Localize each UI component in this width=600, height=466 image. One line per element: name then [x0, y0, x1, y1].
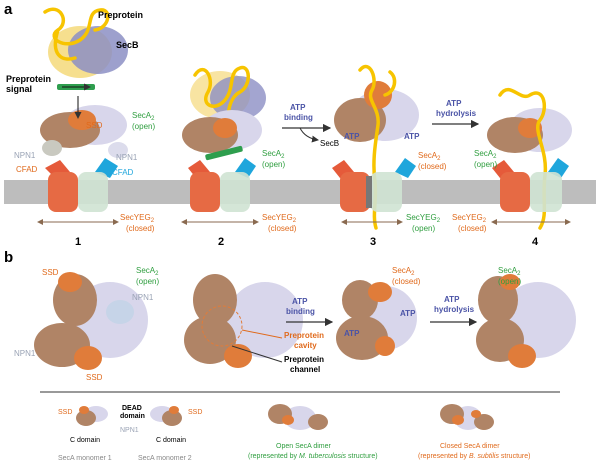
npn1-right-label-b: NPN1	[132, 293, 154, 302]
state-2-secyeg-state: (closed)	[268, 224, 297, 233]
legend-npn1: NPN1	[120, 427, 139, 434]
state-4-seca-label: SecA2	[474, 149, 497, 160]
seca-open-dimer-b2	[184, 274, 303, 368]
legend-ssd-left: SSD	[58, 409, 72, 416]
state-4-number: 4	[532, 236, 539, 248]
npn1-left-label-b: NPN1	[14, 349, 36, 358]
seca-b3-label: SecA2	[392, 266, 415, 277]
preprotein-label: Preprotein	[98, 10, 143, 20]
legend-closed-dimer-image	[440, 404, 494, 430]
seca-b4-state: (open)	[498, 277, 521, 286]
seca-b3-state: (closed)	[392, 277, 421, 286]
npn1-right-label-a: NPN1	[116, 153, 138, 162]
atp-2-label-a: ATP	[404, 132, 420, 141]
npn1-left-label-a: NPN1	[14, 151, 36, 160]
panel-b-label: b	[4, 249, 13, 266]
state-4-secyeg-state: (closed)	[458, 224, 487, 233]
signal-peptide-2	[205, 145, 243, 161]
state-4-seca-state: (open)	[474, 160, 497, 169]
legend-open-dimer-title: Open SecA dimer	[276, 443, 332, 450]
atp-1-label-a: ATP	[344, 132, 360, 141]
state-1-seca-label: SecA2	[132, 111, 155, 122]
seca-open-dimer-b1	[34, 272, 148, 370]
state-3-secyeg-state: (open)	[412, 224, 435, 233]
seca-b1-label: SecA2	[136, 266, 159, 277]
state-2-number: 2	[218, 236, 224, 248]
panel-a-label: a	[4, 1, 13, 18]
seca-b4-label: SecA2	[498, 266, 521, 277]
state-2-secyeg-label: SecYEG2	[262, 213, 297, 224]
legend-monomer-2: SecA monomer 2	[138, 455, 192, 462]
legend-c-domain-right: C domain	[156, 437, 186, 444]
atp-2-label-b: ATP	[400, 309, 416, 318]
legend-monomer-1: SecA monomer 1	[58, 455, 112, 462]
state-1-seca-state: (open)	[132, 122, 155, 131]
state-3	[332, 64, 419, 230]
state-2-seca-state: (open)	[262, 160, 285, 169]
state-3-seca-state: (closed)	[418, 162, 447, 171]
seca-open-dimer-b4	[476, 274, 576, 368]
legend-closed-dimer-title: Closed SecA dimer	[440, 443, 500, 450]
state-2	[181, 65, 266, 225]
preprotein-chain	[43, 7, 110, 61]
state-1	[37, 7, 128, 225]
ssd-top-label-b: SSD	[42, 268, 59, 277]
state-3-seca-label: SecA2	[418, 151, 441, 162]
state-3-secyeg-label: SecYEG2	[406, 213, 441, 224]
legend-closed-dimer-note: (represented by B. subtilis structure)	[418, 453, 530, 460]
legend-open-dimer-image	[268, 404, 328, 430]
ssd-label-a: SSD	[86, 121, 103, 130]
legend-ssd-right: SSD	[188, 409, 202, 416]
seca-b1-state: (open)	[136, 277, 159, 286]
state-1-secyeg-label: SecYEG2	[120, 213, 155, 224]
secyeg-channel-open	[366, 176, 372, 208]
preprotein-chain-2	[193, 65, 250, 134]
cfad-left-label: CFAD	[16, 165, 38, 174]
preprotein-signal-line-1: Preprotein	[6, 74, 51, 84]
state-2-seca-label: SecA2	[262, 149, 285, 160]
preprotein-cavity-outline	[201, 305, 243, 347]
secb-label: SecB	[116, 40, 139, 50]
legend-c-domain-left: C domain	[70, 437, 100, 444]
state-1-number: 1	[75, 236, 81, 248]
ssd-bottom-label-b: SSD	[86, 373, 103, 382]
legend-open-dimer-note: (represented by M. tuberculosis structur…	[248, 453, 378, 460]
state-4	[487, 87, 572, 230]
atp-1-label-b: ATP	[344, 329, 360, 338]
preprotein-signal-label: Preprotein signal	[6, 74, 54, 94]
secyeg-left	[48, 172, 78, 212]
preprotein-signal-line-2: signal	[6, 84, 32, 94]
state-3-number: 3	[370, 236, 376, 248]
seca-closed-dimer-b3	[336, 280, 417, 360]
state-4-secyeg-label: SecYEG2	[452, 213, 487, 224]
secb-released-label: SecB	[320, 139, 339, 148]
state-1-secyeg-state: (closed)	[126, 224, 155, 233]
secyeg-right	[78, 172, 108, 212]
legend-monomers	[76, 406, 182, 426]
cfad-right-label: CFAD	[112, 168, 134, 177]
